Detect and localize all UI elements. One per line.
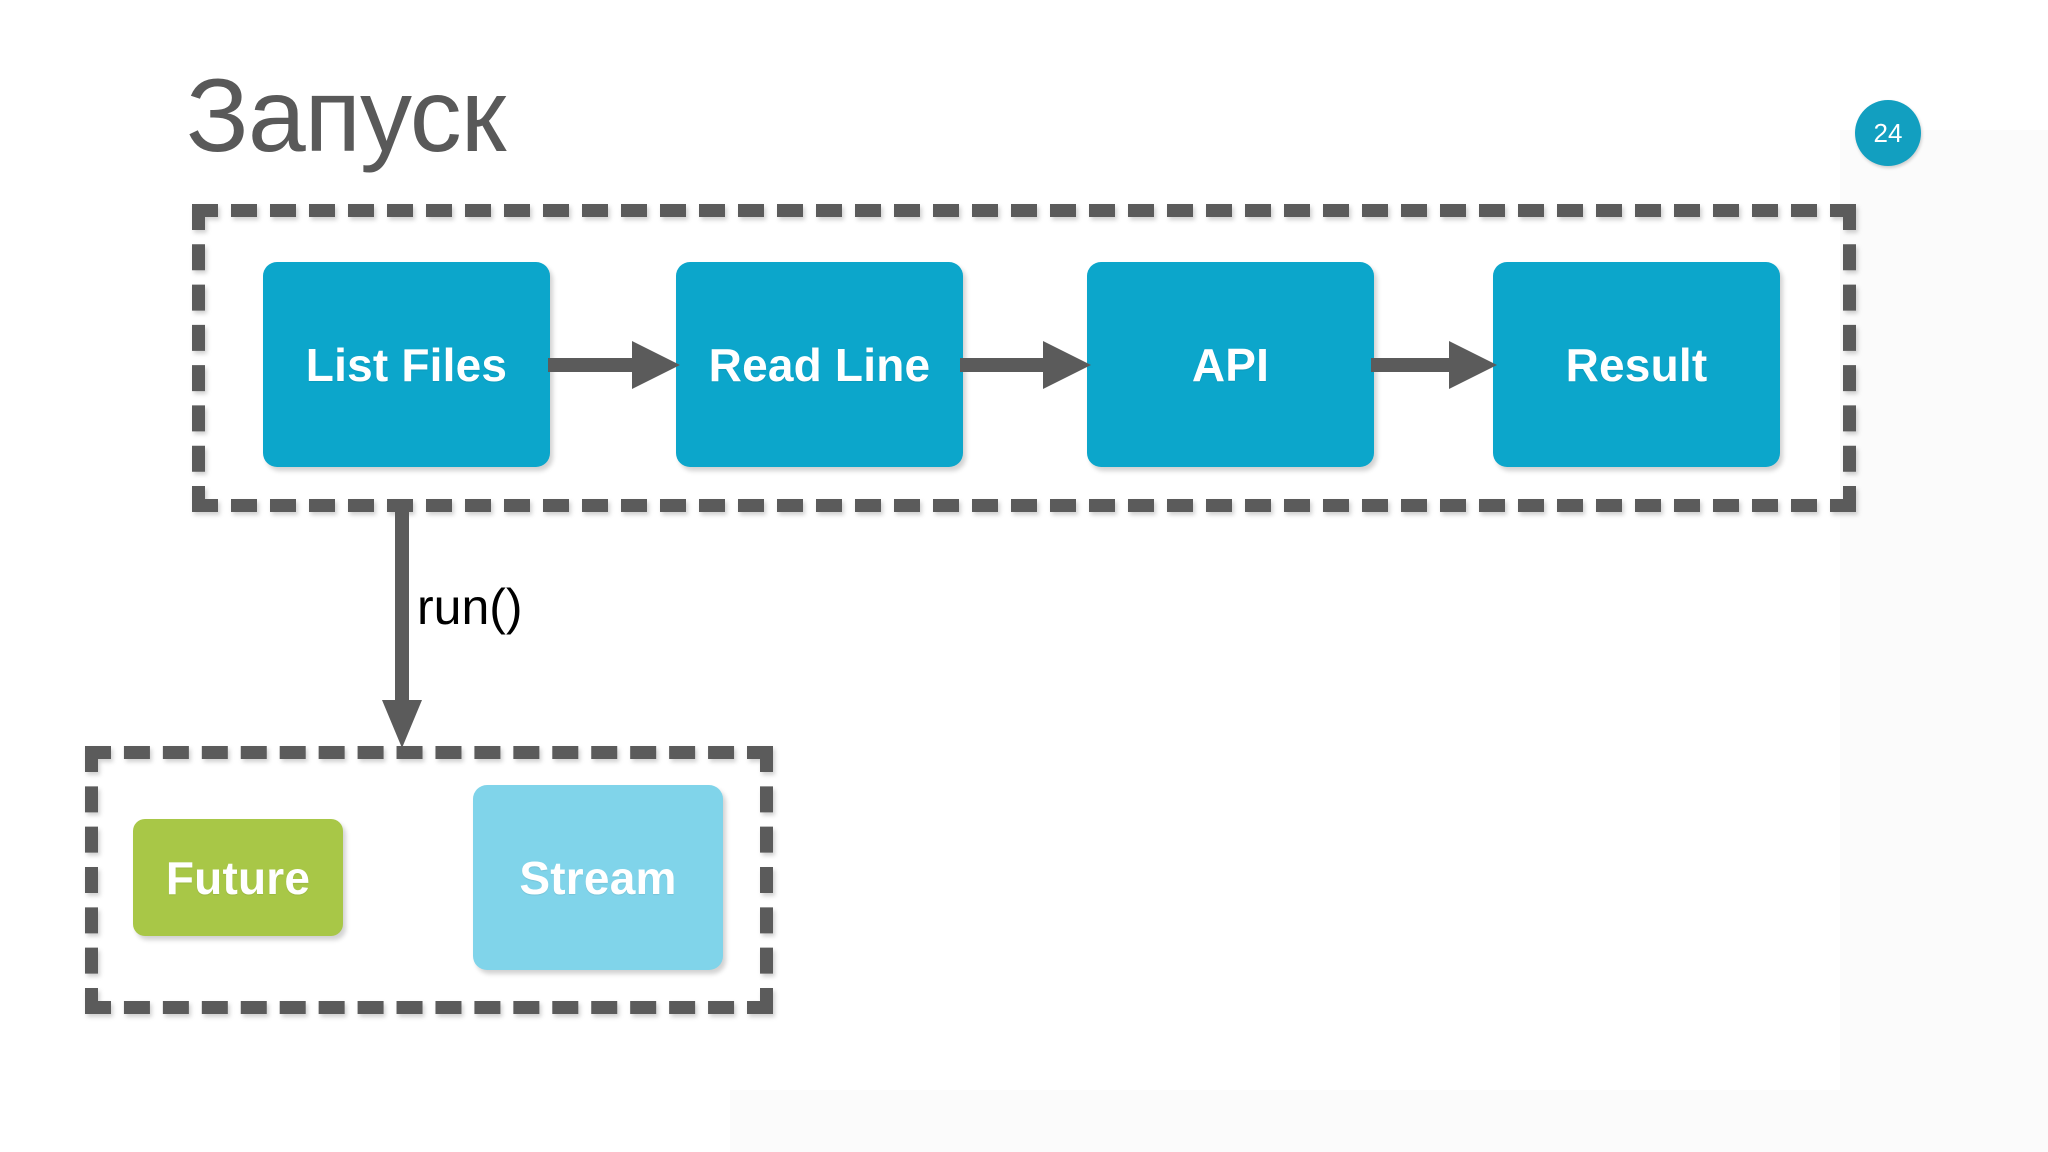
node-result[interactable]: Result bbox=[1493, 262, 1780, 467]
page-number-badge: 24 bbox=[1855, 100, 1921, 166]
node-list-files[interactable]: List Files bbox=[263, 262, 550, 467]
node-stream[interactable]: Stream bbox=[473, 785, 723, 970]
node-future[interactable]: Future bbox=[133, 819, 343, 936]
async-results-group-container bbox=[85, 746, 773, 1014]
arrow-run-down bbox=[382, 512, 452, 748]
page-title: Запуск bbox=[186, 58, 506, 174]
edge-label-run: run() bbox=[417, 579, 523, 635]
background-tint-band-bottom bbox=[730, 1090, 2048, 1152]
pipeline-group-container bbox=[192, 204, 1856, 512]
arrow-api-to-result bbox=[1371, 335, 1497, 395]
node-read-line[interactable]: Read Line bbox=[676, 262, 963, 467]
background-tint-band-right bbox=[1840, 130, 2048, 1090]
node-api[interactable]: API bbox=[1087, 262, 1374, 467]
arrow-list-files-to-read-line bbox=[548, 335, 680, 395]
arrow-read-line-to-api bbox=[960, 335, 1091, 395]
